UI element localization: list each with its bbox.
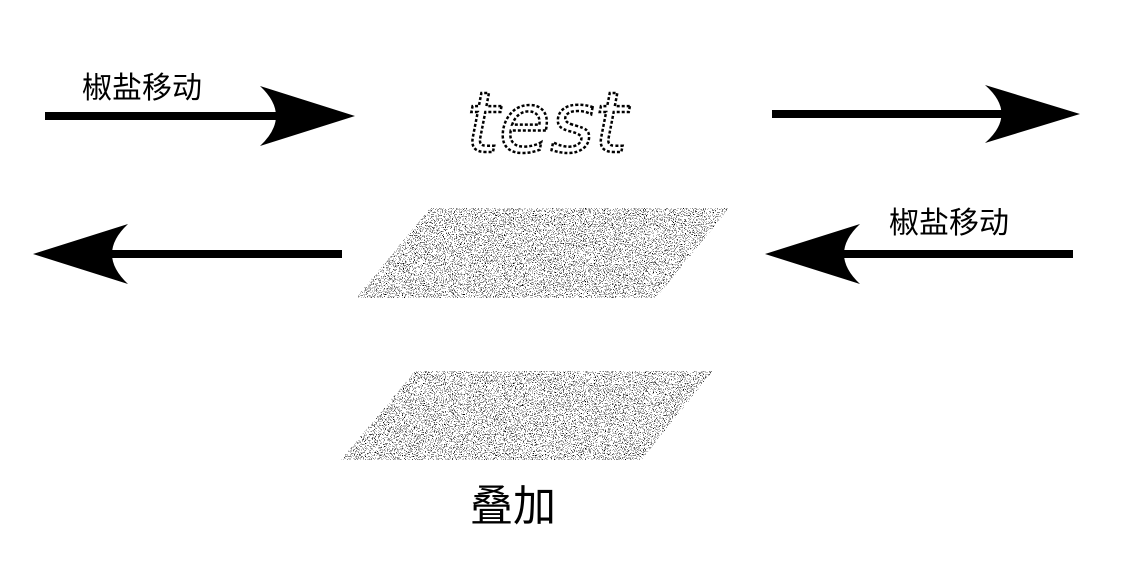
arrow-middle-right xyxy=(765,224,1073,284)
center-word-text: test xyxy=(466,74,630,172)
label-overlay: 叠加 xyxy=(470,482,556,532)
noisy-test-word: test xyxy=(465,73,632,174)
noise-parallelogram-upper xyxy=(356,208,729,298)
arrow-middle-left xyxy=(33,224,342,284)
noise-parallelogram-lower xyxy=(341,371,713,460)
arrow-top-right xyxy=(772,85,1080,143)
label-salt-pepper-move-top: 椒盐移动 xyxy=(82,71,202,106)
arrow-top-left xyxy=(45,86,355,146)
label-salt-pepper-move-middle: 椒盐移动 xyxy=(889,206,1009,241)
